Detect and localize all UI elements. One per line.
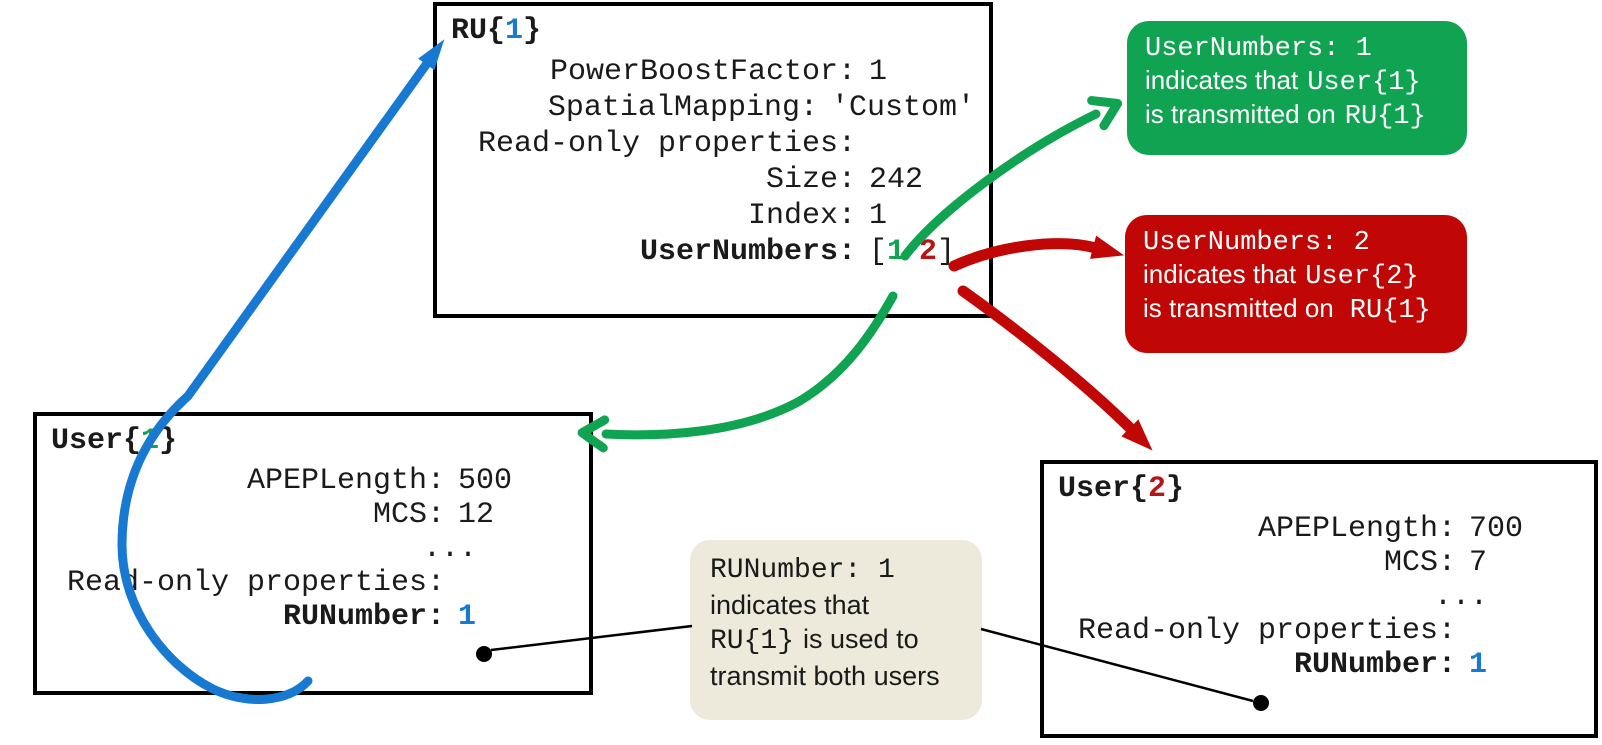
user2-box-title: User{2}: [1058, 472, 1580, 506]
ru1-title-pre: RU{: [451, 14, 506, 48]
ellipsis-row: ...: [422, 532, 477, 566]
user2-readonly-header: Read-only properties:: [1077, 614, 1456, 648]
user1-property-apeplength: APEPLength:500: [246, 464, 513, 498]
bracket-open: [: [869, 235, 888, 269]
red-callout-line3-sans: is transmitted on: [1143, 293, 1334, 323]
ru-property-spatialmapping: SpatialMapping:'Custom': [547, 91, 975, 125]
user1-runumber-value: 1: [458, 600, 477, 634]
user1-title-pre: User{: [51, 424, 142, 458]
user1-box: User{1} APEPLength:500 MCS:12 ... Read-o…: [33, 412, 593, 695]
red-callout-line3-mono: RU{1}: [1349, 296, 1431, 326]
user2-title-number: 2: [1148, 472, 1167, 506]
user1-title-number: 1: [141, 424, 160, 458]
ru1-box-title: RU{1}: [451, 14, 975, 48]
bracket-close: ]: [937, 235, 956, 269]
ru-property-index: Index:1: [747, 199, 888, 233]
user2-box: User{2} APEPLength:700 MCS:7 ... Read-on…: [1040, 460, 1598, 738]
user2-property-mcs: MCS:7: [1383, 546, 1488, 580]
red-callout-line2-sans: indicates that: [1143, 259, 1297, 289]
ellipsis-row: ...: [1433, 580, 1488, 614]
green-callout-user1-note: UserNumbers: 1 indicates that User{1} is …: [1127, 21, 1467, 155]
user2-property-runumber: RUNumber:1: [1293, 648, 1488, 682]
user1-title-post: }: [159, 424, 178, 458]
ru1-title-number: 1: [505, 14, 524, 48]
beige-callout-line3-mono: RU{1}: [710, 626, 795, 657]
ru-property-size: Size:242: [765, 163, 924, 197]
red-callout-line1: UserNumbers: 2: [1143, 228, 1370, 258]
green-callout-line3-mono: RU{1}: [1344, 102, 1426, 132]
beige-callout-runumber-note: RUNumber: 1 indicates that RU{1} is used …: [690, 540, 982, 720]
user1-box-title: User{1}: [51, 424, 575, 458]
user1-property-runumber: RUNumber:1: [282, 600, 477, 634]
ru-readonly-header: Read-only properties:: [477, 127, 856, 161]
ru-property-powerboostfactor: PowerBoostFactor:1: [549, 55, 888, 89]
usernumber-2-value: 2: [919, 235, 938, 269]
user2-title-pre: User{: [1058, 472, 1149, 506]
red-callout-line2-mono: User{2}: [1305, 262, 1419, 292]
green-callout-line2-sans: indicates that: [1145, 65, 1299, 95]
user1-property-mcs: MCS:12: [372, 498, 495, 532]
beige-callout-line2: indicates that: [710, 590, 870, 620]
usernumber-1-value: 1: [887, 235, 906, 269]
beige-callout-line4: transmit both users: [710, 661, 940, 691]
green-callout-line2-mono: User{1}: [1307, 68, 1421, 98]
user2-property-apeplength: APEPLength:700: [1257, 512, 1524, 546]
red-callout-user2-note: UserNumbers: 2 indicates that User{2} is …: [1125, 215, 1467, 353]
green-callout-line1: UserNumbers: 1: [1145, 34, 1372, 64]
user1-readonly-header: Read-only properties:: [66, 566, 445, 600]
green-callout-line3-sans: is transmitted on: [1145, 99, 1336, 129]
user2-runumber-value: 1: [1469, 648, 1488, 682]
beige-callout-line1: RUNumber: 1: [710, 555, 895, 586]
beige-callout-line3-sans: is used to: [803, 624, 919, 654]
ru1-box: RU{1} PowerBoostFactor:1 SpatialMapping:…: [433, 2, 993, 318]
user2-title-post: }: [1166, 472, 1185, 506]
ru1-title-post: }: [523, 14, 542, 48]
